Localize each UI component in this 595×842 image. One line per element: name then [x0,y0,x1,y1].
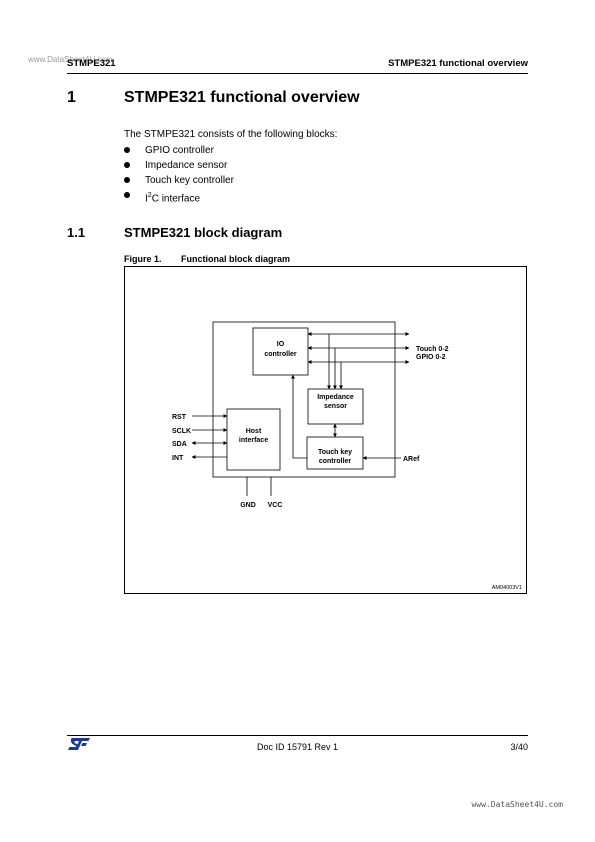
sda-pin-label: SDA [172,441,187,448]
figure-title: Functional block diagram [181,254,291,264]
st-logo [68,738,90,750]
list-item: Touch key controller [124,173,234,188]
touch-key-controller-label-1: Touch key [318,449,352,456]
bullet-icon [124,177,130,183]
subsection-number: 1.1 [67,225,86,240]
footer-rule [67,735,528,736]
touch-pins-label: Touch 0-2 [416,346,449,353]
aref-pin-label: ARef [403,456,420,463]
figure-frame [124,266,527,594]
footer-page-number: 3/40 [510,742,528,752]
io-controller-block [252,327,309,376]
bullet-icon [124,162,130,168]
header-section-title: STMPE321 functional overview [388,58,528,69]
sclk-pin-label: SCLK [172,428,191,435]
figure-reference: AM04003V1 [492,585,522,591]
bullet-icon [124,192,130,198]
host-interface-label-1: Host [246,428,262,435]
section-number: 1 [67,89,76,106]
list-item-text: Touch key controller [145,175,234,186]
block-list: GPIO controller Impedance sensor Touch k… [124,143,234,205]
figure-label: Figure 1. [124,254,162,264]
list-item: GPIO controller [124,143,234,158]
list-item-text-prefix: I [145,193,148,205]
list-item: I2C interface [124,188,234,205]
subsection-title: STMPE321 block diagram [124,225,283,240]
footer-doc-id: Doc ID 15791 Rev 1 [256,742,339,752]
list-item-text: Impedance sensor [145,160,228,171]
list-item-text-rest: C interface [151,193,201,205]
int-pin-label: INT [172,455,184,462]
rst-pin-label: RST [172,414,187,421]
gpio-pins-label: GPIO 0-2 [416,354,446,361]
gnd-pin-label: GND [240,502,256,509]
touch-key-controller-block [306,436,364,470]
touch-key-controller-label-2: controller [319,458,352,465]
host-interface-label-2: interface [239,437,268,444]
superscript: 2 [147,192,152,199]
io-controller-label-2: controller [264,351,297,358]
section-title: STMPE321 functional overview [124,89,360,106]
host-interface-block [226,408,281,471]
list-item: Impedance sensor [124,158,234,173]
block-diagram: IO controller Impedance sensor Host inte… [172,321,522,591]
impedance-sensor-label-1: Impedance [317,394,354,401]
chip-outline [212,321,396,478]
list-item-text: GPIO controller [145,145,214,156]
watermark-bottom: www.DataSheet4U.com [471,800,563,809]
impedance-sensor-label-2: sensor [324,403,347,410]
io-controller-label-1: IO [277,341,285,348]
bullet-icon [124,147,130,153]
impedance-sensor-block [307,388,364,425]
intro-text: The STMPE321 consists of the following b… [124,129,338,140]
header-rule [67,73,528,74]
touch-to-io-line [291,374,307,459]
vcc-pin-label: VCC [268,502,283,509]
header-product: STMPE321 [67,58,116,69]
watermark-top: www.DataSheet4U.com [28,55,113,64]
